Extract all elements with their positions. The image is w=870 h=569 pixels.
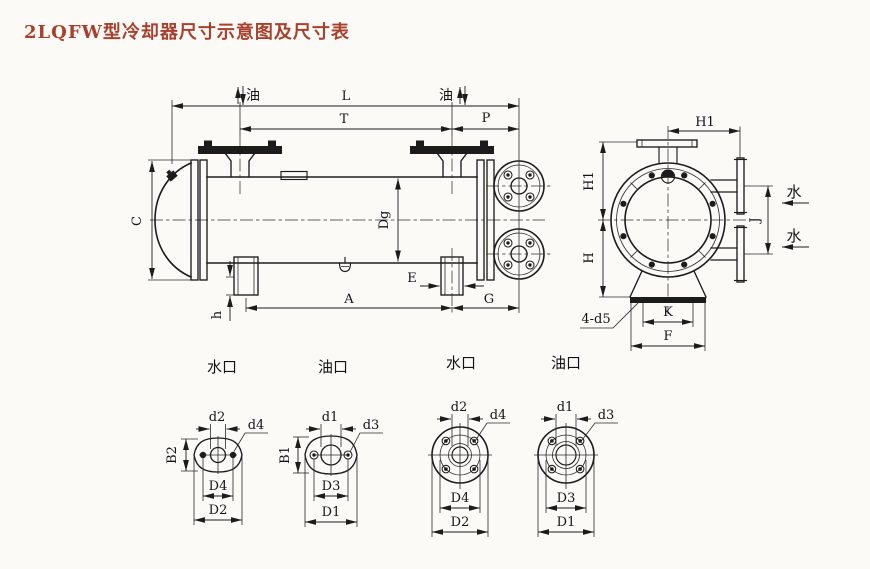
dim-label-A: A xyxy=(343,292,354,307)
dim-label-H1-left: H1 xyxy=(582,171,597,191)
top-oil-flange xyxy=(636,139,698,165)
oil-inlet-label: 油 xyxy=(235,86,260,105)
dim-H-left: H xyxy=(582,220,631,298)
water-upper-text: 水 xyxy=(786,183,801,201)
dim-h: h xyxy=(210,261,233,321)
dim-label-D1: D1 xyxy=(557,515,576,530)
flange-face xyxy=(610,162,726,278)
dim-label-D4: D4 xyxy=(209,479,228,494)
dim-label-d3: d3 xyxy=(598,408,615,423)
dim-label-h: h xyxy=(210,310,225,319)
dim-label-J: J xyxy=(748,217,763,224)
bonnet xyxy=(154,159,208,281)
oil-label-left: 油 xyxy=(246,88,260,104)
dim-label-C: C xyxy=(130,216,145,226)
dim-label-d3: d3 xyxy=(363,418,380,433)
center-hole xyxy=(320,444,342,466)
dim-label-P: P xyxy=(482,111,491,126)
dim-H1-left: H1 xyxy=(582,141,637,220)
dim-P: P xyxy=(452,111,519,132)
dim-label-d1: d1 xyxy=(322,410,339,425)
dim-label-T: T xyxy=(340,112,349,127)
detail-water-round: d2 d4 D4 D2 xyxy=(428,400,510,537)
vent-plug-top xyxy=(660,169,676,184)
dim-L: L xyxy=(171,89,519,164)
dim-label-d1: d1 xyxy=(557,400,574,415)
page-title: 2LQFW型冷却器尺寸示意图及尺寸表 xyxy=(24,21,350,43)
support-leg-right xyxy=(440,248,464,315)
water-lower-text: 水 xyxy=(786,227,801,245)
dim-label-D4: D4 xyxy=(451,491,470,506)
water-label-upper: 水 xyxy=(782,183,809,206)
dim-E: E xyxy=(407,271,484,289)
dim-Dg: Dg xyxy=(377,178,401,262)
port-title-oil-oval: 油口 xyxy=(318,358,348,376)
port-title-water-oval: 水口 xyxy=(207,358,237,376)
dim-label-d4: d4 xyxy=(490,408,507,423)
drain-plug xyxy=(338,256,352,273)
dim-T: T xyxy=(239,102,453,136)
dim-label-G: G xyxy=(484,292,494,307)
side-view: C Dg xyxy=(130,86,553,321)
water-flange-upper xyxy=(486,160,553,212)
bolt-holes xyxy=(503,238,535,270)
dim-H1-top: H1 xyxy=(668,115,741,158)
port-details: 水口 油口 水口 油口 d2 d4 B2 D4 D2 xyxy=(165,354,618,537)
dim-G: G xyxy=(452,292,519,311)
dim-label-K: K xyxy=(663,305,673,320)
dim-label-B1: B1 xyxy=(278,446,293,464)
detail-water-oval: d2 d4 B2 D4 D2 xyxy=(165,410,268,525)
end-view: H1 H1 H J xyxy=(580,115,809,351)
water-label-lower: 水 xyxy=(782,227,809,250)
oil-port-right xyxy=(410,136,494,196)
bolt-holes xyxy=(503,170,535,202)
dim-F: F xyxy=(631,329,705,349)
bolt-dots xyxy=(620,172,716,268)
water-flange-lower xyxy=(486,228,553,280)
detail-oil-round: d1 d3 D3 D1 xyxy=(534,400,618,537)
dim-C: C xyxy=(130,159,191,281)
bolt-hole xyxy=(199,451,207,459)
oil-label-right: 油 xyxy=(439,88,453,104)
dim-label-H1-top: H1 xyxy=(695,115,715,130)
dim-label-B2: B2 xyxy=(165,446,180,464)
dim-label-F: F xyxy=(663,329,672,344)
flange-outline xyxy=(304,435,358,475)
dim-label-d4: d4 xyxy=(248,418,265,433)
dim-K: K xyxy=(643,305,693,325)
dim-label-D2: D2 xyxy=(209,503,228,518)
foot-holes-callout: 4-d5 xyxy=(580,299,642,329)
dim-label-D3: D3 xyxy=(557,491,576,506)
water-nozzle-lower xyxy=(710,225,748,283)
dim-label-D1: D1 xyxy=(322,505,341,520)
support-leg-left xyxy=(226,256,259,296)
water-nozzle-upper xyxy=(710,157,748,215)
port-title-oil-round: 油口 xyxy=(551,354,581,372)
foot-holes-label: 4-d5 xyxy=(581,312,610,327)
oil-port-left xyxy=(198,136,282,196)
dim-label-D2: D2 xyxy=(451,515,470,530)
dim-A: A xyxy=(245,292,452,312)
dim-label-H-left: H xyxy=(582,252,597,263)
flange-outline xyxy=(193,437,243,473)
nameplate xyxy=(280,170,308,181)
vent-plug xyxy=(166,169,178,182)
oil-outlet-label: 油 xyxy=(439,86,468,105)
dim-label-E: E xyxy=(407,271,417,286)
center-hole xyxy=(209,446,227,464)
dim-J: J xyxy=(744,185,773,255)
bolt-hole xyxy=(229,451,237,459)
dim-label-Dg: Dg xyxy=(377,211,392,230)
dim-label-d2: d2 xyxy=(209,410,226,425)
dim-label-L: L xyxy=(342,89,351,104)
detail-oil-oval: d1 d3 B1 D3 D1 xyxy=(278,410,383,527)
dim-label-d2: d2 xyxy=(451,400,468,415)
tube-sheet xyxy=(476,159,495,281)
port-title-water-round: 水口 xyxy=(446,354,476,372)
shell xyxy=(206,176,478,264)
dim-label-D3: D3 xyxy=(322,479,341,494)
